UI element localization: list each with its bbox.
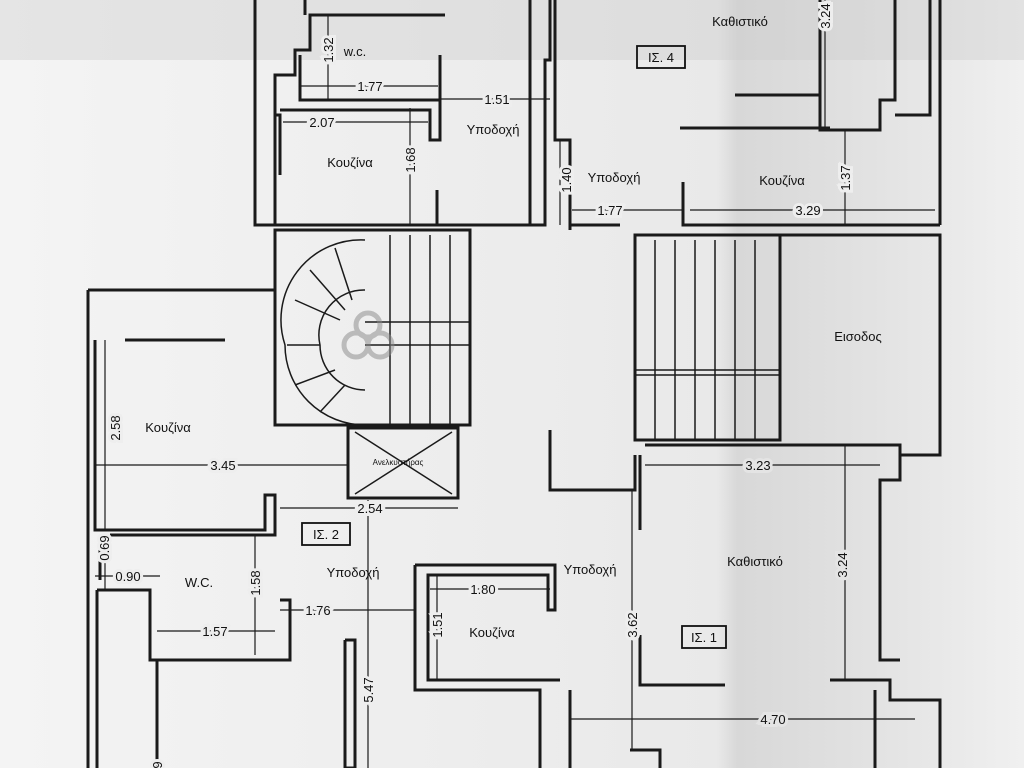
room-living-is4: Καθιστικό xyxy=(712,14,768,29)
room-kitchen-is4: Κουζίνα xyxy=(759,173,805,188)
unit-label-is2: ΙΣ. 2 xyxy=(313,527,339,542)
dimension-labels: 1.77 1.51 2.07 1.77 3.29 3.45 3.23 2.54 … xyxy=(94,0,856,768)
dim-label: 2.07 xyxy=(309,115,334,130)
dim-label: 0.90 xyxy=(115,569,140,584)
room-reception-is2: Υποδοχή xyxy=(327,565,380,580)
unit-label-is1: ΙΣ. 1 xyxy=(691,630,717,645)
dim-label: 1.40 xyxy=(559,167,574,192)
dim-label: 3.23 xyxy=(745,458,770,473)
dim-label: 1.76 xyxy=(305,603,330,618)
unit-badge-is2 xyxy=(301,522,351,546)
dim-label: 3.29 xyxy=(795,203,820,218)
dim-label: 1.58 xyxy=(248,570,263,595)
room-entrance: Εισοδος xyxy=(834,329,882,344)
dim-label: 1.37 xyxy=(838,165,853,190)
room-kitchen-is3: Κουζίνα xyxy=(327,155,373,170)
room-living-is1: Καθιστικό xyxy=(727,554,783,569)
room-wc-is2: W.C. xyxy=(185,575,213,590)
room-reception-is4: Υποδοχή xyxy=(588,170,641,185)
dim-label: 3.62 xyxy=(625,612,640,637)
dim-label: 3.24 xyxy=(835,552,850,577)
dim-label: 1.77 xyxy=(597,203,622,218)
room-kitchen-is1: Κουζίνα xyxy=(469,625,515,640)
dim-label: 0.69 xyxy=(97,535,112,560)
dim-label: 2.58 xyxy=(108,415,123,440)
room-wc-is3: w.c. xyxy=(343,44,366,59)
dim-label: 1.32 xyxy=(321,37,336,62)
dimension-lines xyxy=(95,0,935,768)
dim-label: 3.45 xyxy=(210,458,235,473)
unit-label-is4: ΙΣ. 4 xyxy=(648,50,674,65)
dim-label: 9 xyxy=(150,761,165,768)
room-kitchen-is2: Κουζίνα xyxy=(145,420,191,435)
dim-label: 1.57 xyxy=(202,624,227,639)
dim-label: 1.51 xyxy=(430,612,445,637)
dim-label: 4.70 xyxy=(760,712,785,727)
room-reception-is1: Υποδοχή xyxy=(564,562,617,577)
dim-label: 1.80 xyxy=(470,582,495,597)
unit-badge-is4 xyxy=(636,45,686,69)
unit-badge-is1 xyxy=(681,625,727,649)
dim-label: 1.77 xyxy=(357,79,382,94)
scan-shadow xyxy=(0,0,1024,60)
dim-label: 3.24 xyxy=(818,3,833,28)
dim-label: 2.54 xyxy=(357,501,382,516)
dim-label: 1.68 xyxy=(403,147,418,172)
dim-label: 5.47 xyxy=(361,677,376,702)
dim-label: 1.51 xyxy=(484,92,509,107)
watermark-logo xyxy=(341,310,395,360)
walls xyxy=(86,0,942,768)
room-elevator: Ανελκυστήρας xyxy=(373,458,424,467)
room-reception-is3: Υποδοχή xyxy=(467,122,520,137)
